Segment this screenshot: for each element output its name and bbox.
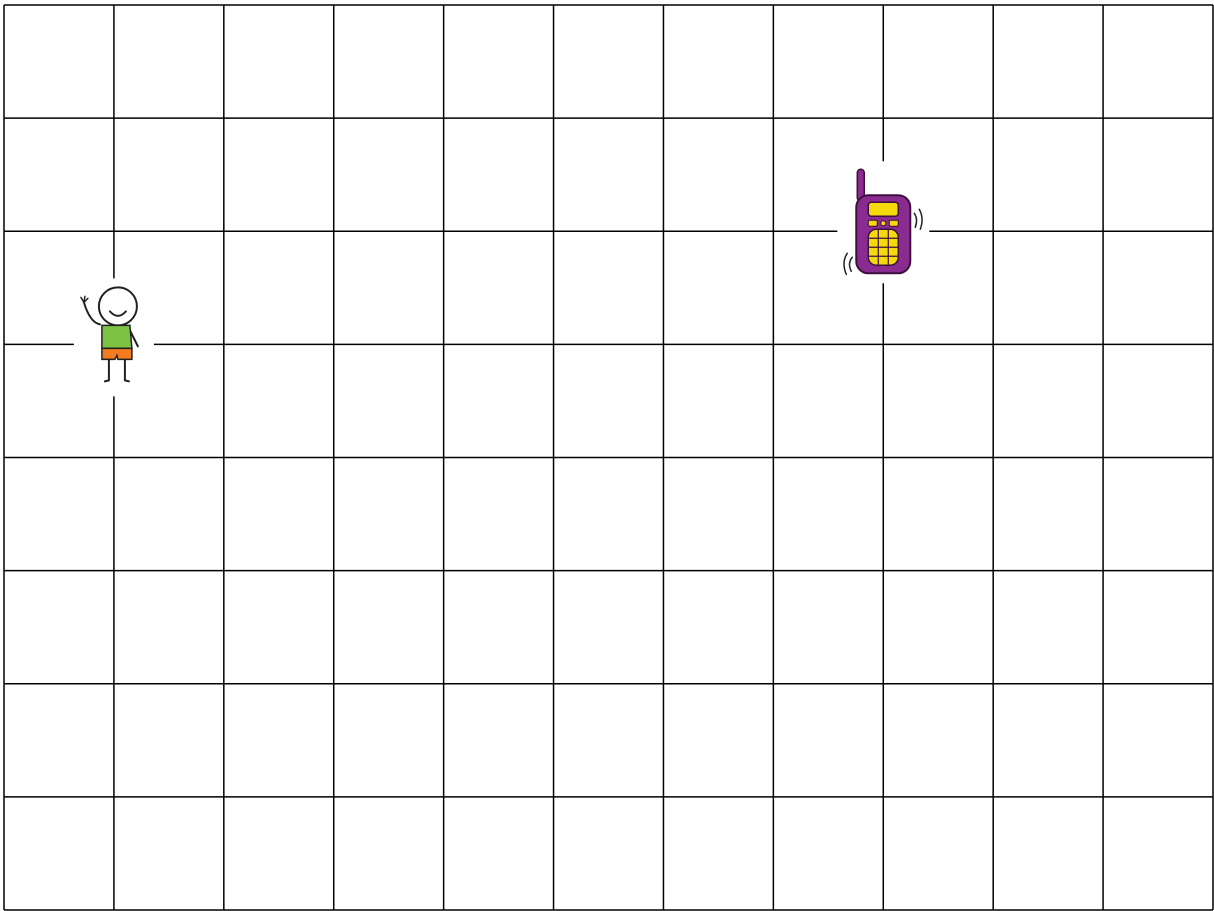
grid-lines — [4, 5, 1213, 910]
mobile-phone-icon — [837, 161, 929, 283]
child-figure-icon — [74, 278, 154, 396]
